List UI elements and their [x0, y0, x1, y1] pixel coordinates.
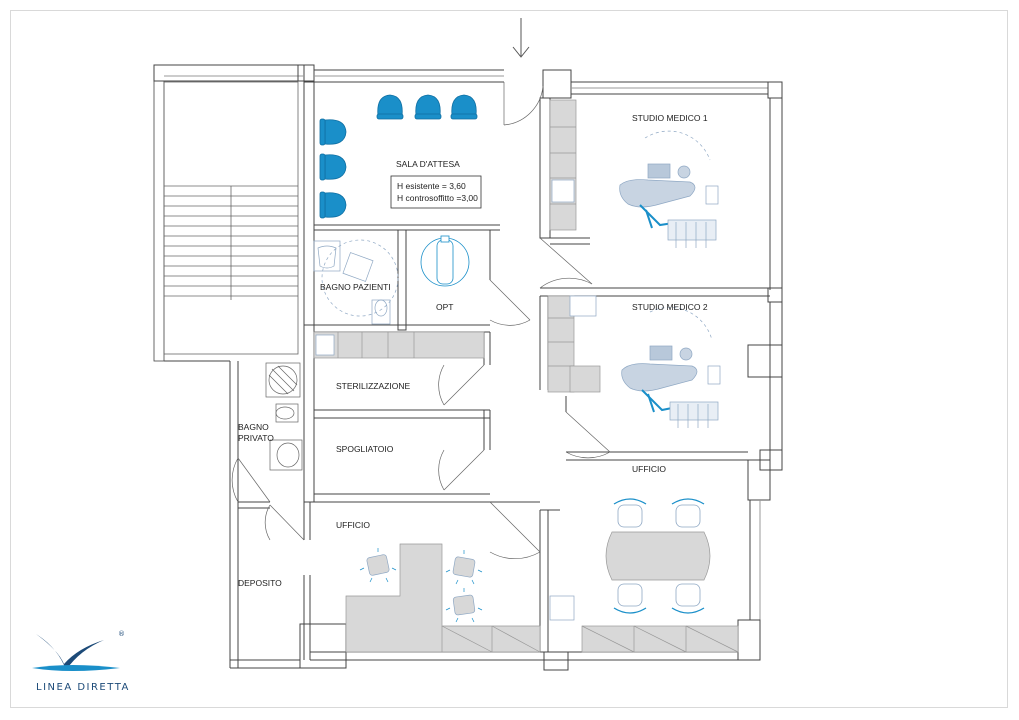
dental-chair-2-icon: [621, 307, 721, 428]
label-private-bath-2: PRIVATO: [238, 433, 274, 443]
studio-2-cabinets: [547, 295, 601, 393]
label-studio-1: STUDIO MEDICO 1: [632, 113, 708, 123]
waiting-chair-icon: [414, 94, 442, 120]
label-sterilization: STERILIZZAZIONE: [336, 381, 410, 391]
door-swings: [231, 82, 611, 559]
meeting-chairs: [613, 498, 705, 614]
label-office-left: UFFICIO: [336, 520, 370, 530]
label-opt: OPT: [436, 302, 453, 312]
ceiling-note-box: [390, 175, 482, 209]
sink-icon: [313, 240, 341, 272]
entrance-arrow: [512, 18, 530, 58]
shower-icon: [265, 362, 301, 398]
sink-icon: [569, 295, 597, 317]
office-chair-icon: [613, 583, 647, 614]
toilet-icon: [371, 299, 391, 325]
office-chair-icon: [671, 498, 705, 528]
office-left-chairs: [359, 548, 483, 623]
linea-diretta-logo: LINEA DIRETTA ®: [32, 630, 130, 693]
waiting-chair-icon: [319, 118, 347, 146]
sterilization-counter: [313, 331, 485, 359]
label-changing-room: SPOGLIATOIO: [336, 444, 394, 454]
office-chair-icon: [445, 588, 483, 623]
studio-1-cabinets: [549, 99, 577, 231]
office-chair-icon: [359, 548, 397, 583]
waiting-chair-icon: [319, 191, 347, 219]
sink-icon: [315, 334, 335, 356]
stairwell: [153, 64, 299, 362]
waiting-chairs: [319, 94, 478, 219]
patient-bathroom-fixtures: [313, 239, 399, 325]
label-patient-bath: BAGNO PAZIENTI: [320, 282, 391, 292]
office-chair-icon: [445, 550, 483, 585]
sink-icon: [269, 439, 303, 471]
brand-name: LINEA DIRETTA: [36, 682, 130, 693]
ceiling-note-false-ceiling: H controsoffitto =3,00: [397, 193, 478, 203]
label-storage: DEPOSITO: [238, 578, 282, 588]
dental-chair-1-icon: [619, 130, 719, 248]
label-office-right: UFFICIO: [632, 464, 666, 474]
private-bathroom-fixtures: [265, 362, 303, 471]
drawing-frame: [10, 10, 1008, 708]
ceiling-note-existing: H esistente = 3,60: [397, 181, 466, 191]
waiting-chair-icon: [319, 153, 347, 181]
sink-icon: [551, 179, 575, 203]
label-studio-2: STUDIO MEDICO 2: [632, 302, 708, 312]
walls: [153, 64, 783, 671]
label-private-bath-1: BAGNO: [238, 422, 269, 432]
sink-icon: [549, 595, 575, 621]
waiting-chair-icon: [376, 94, 404, 120]
office-chair-icon: [671, 583, 705, 614]
waiting-chair-icon: [450, 94, 478, 120]
meeting-table: [605, 531, 711, 581]
office-right-cabinets: [549, 595, 739, 653]
opt-unit-icon: [420, 235, 470, 287]
office-left-desk: [345, 543, 541, 653]
registered-mark: ®: [118, 630, 125, 638]
office-chair-icon: [613, 498, 647, 528]
label-waiting-room: SALA D'ATTESA: [396, 159, 460, 169]
toilet-icon: [275, 403, 299, 423]
